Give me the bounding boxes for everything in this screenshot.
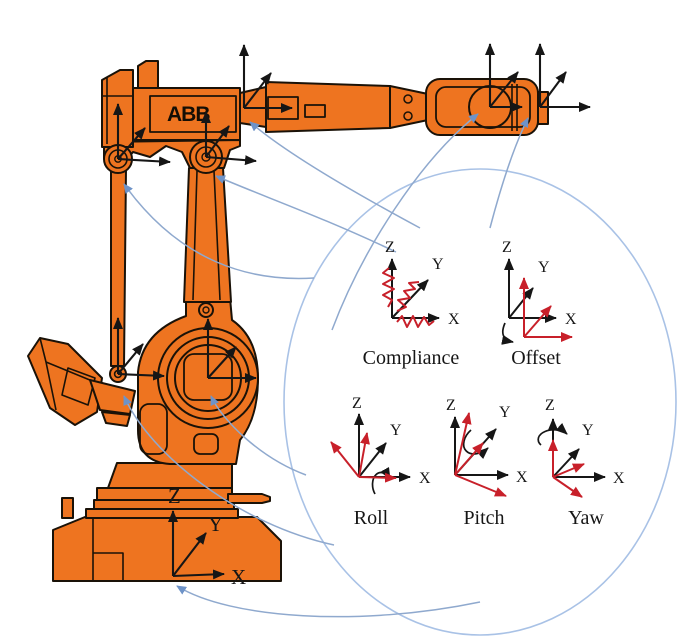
turntable-plate-top (96, 487, 233, 501)
x-axis-label: X (516, 469, 528, 486)
error-yaw: Z Y X Yaw (537, 397, 625, 529)
base-y-label: Y (208, 512, 223, 536)
z-axis-label: Z (385, 239, 395, 256)
y-axis-label: Y (432, 256, 444, 273)
frame-wrist (485, 43, 523, 112)
frame-left-pivot (113, 103, 171, 167)
hub-top-pin (198, 302, 214, 318)
forearm-panel-2 (304, 104, 326, 118)
wrist-bolt-1 (403, 94, 413, 104)
error-offset: Z Y X Offset (501, 239, 577, 369)
base-knob (61, 497, 74, 519)
error-caption: Compliance (363, 347, 460, 369)
y-axis-label: Y (390, 422, 402, 439)
error-pitch: Z Y X Pitch (446, 397, 528, 529)
leader-to-hub (210, 395, 307, 476)
wrist-bolt-2 (403, 111, 413, 121)
casting-cutout-large (139, 403, 168, 455)
error-caption: Offset (511, 347, 561, 369)
frame-rod-joint (113, 317, 165, 381)
base-plate-detail (92, 519, 124, 581)
x-axis-label: X (565, 311, 577, 328)
z-axis-label: Z (352, 395, 362, 412)
lower-arm (183, 167, 232, 303)
lower-arm-lines (192, 170, 221, 301)
y-axis-label: Y (538, 259, 550, 276)
frame-axis2-hub (203, 318, 257, 383)
z-axis-label: Z (502, 239, 512, 256)
x-axis-label: X (613, 470, 625, 487)
abb-logo-text: ABB (167, 103, 210, 126)
base-x-label: X (231, 565, 246, 589)
inset-ellipse (283, 168, 677, 636)
turntable-tab (227, 493, 271, 504)
spring-x (396, 315, 435, 328)
spring-y (396, 281, 420, 312)
leader-lines (123, 113, 529, 618)
x-axis-label: X (448, 311, 460, 328)
housing-top-tab (137, 60, 159, 89)
error-caption: Pitch (463, 507, 504, 529)
leader-to-flange (489, 117, 529, 229)
x-axis-label: X (419, 470, 431, 487)
offset-shift-arrow (501, 322, 514, 345)
leader-to-wrist (331, 113, 479, 331)
leader-to-base (176, 585, 481, 618)
leader-to-forearm (249, 121, 421, 229)
turntable-plate-mid (93, 499, 235, 510)
counterweight-folds (39, 337, 103, 411)
error-roll: Z Y X Roll (330, 395, 431, 529)
spring-z (382, 267, 395, 308)
yaw-rotation-loop (537, 422, 568, 446)
robot-illustration (27, 60, 549, 582)
y-axis-label: Y (582, 422, 594, 439)
z-axis-label: Z (545, 397, 555, 414)
hub-top-pin-center (202, 306, 210, 314)
leader-to-left-pivot (123, 183, 315, 280)
counterweight-face (61, 367, 96, 406)
error-caption: Yaw (568, 507, 604, 529)
casting-cutout-small (193, 433, 219, 455)
frame-elbow (201, 111, 257, 166)
base-plate (52, 516, 282, 582)
counterweight-foot (101, 411, 131, 427)
z-axis-label: Z (446, 397, 456, 414)
frame-forearm (239, 44, 293, 113)
error-caption: Roll (354, 507, 389, 529)
y-axis-label: Y (499, 404, 511, 421)
leader-to-elbow (215, 175, 397, 253)
housing-inner-panel (149, 95, 237, 133)
frame-tool-flange (535, 43, 591, 112)
housing-sloped-lines (102, 77, 133, 144)
error-compliance: Z Y X Compliance (363, 239, 460, 369)
base-coordinate-frame (168, 510, 225, 580)
leader-to-rod-joint (123, 395, 335, 546)
base-z-label: Z (168, 484, 181, 508)
forearm-taper (389, 85, 429, 129)
